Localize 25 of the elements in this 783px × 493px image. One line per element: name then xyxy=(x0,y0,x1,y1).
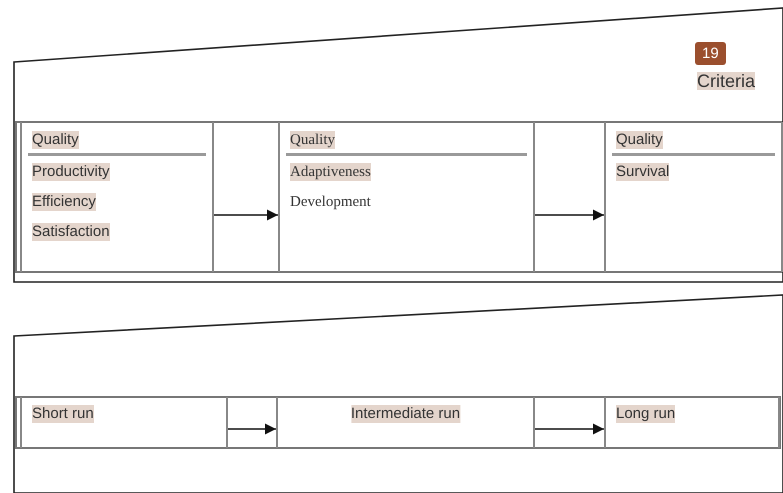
panel-heading: Criteria xyxy=(697,72,756,90)
cell-text: Development xyxy=(290,193,371,211)
table-cell xyxy=(278,122,535,272)
table-cell xyxy=(20,122,214,272)
cell-text: Long run xyxy=(616,405,676,423)
arrow xyxy=(228,423,276,435)
cell-text: Survival xyxy=(616,163,670,181)
cell-text: Short run xyxy=(32,405,94,423)
arrow xyxy=(535,423,604,435)
trapezoid-panel xyxy=(14,8,783,282)
cell-text: Satisfaction xyxy=(32,223,110,241)
table-cell xyxy=(20,397,228,448)
cell-text: Efficiency xyxy=(32,193,96,211)
arrow xyxy=(535,209,604,221)
arrow xyxy=(214,209,278,221)
table-cell xyxy=(604,397,780,448)
cell-text: Intermediate run xyxy=(350,405,460,423)
annotation-number: 19 xyxy=(695,42,726,65)
column-heading: Quality xyxy=(290,131,335,149)
cell-text: Productivity xyxy=(32,163,110,181)
column-heading: Quality xyxy=(32,131,79,149)
cell-text: Adaptiveness xyxy=(290,163,371,181)
column-heading: Quality xyxy=(616,131,663,149)
table-cell xyxy=(604,122,783,272)
table-cell xyxy=(276,397,535,448)
